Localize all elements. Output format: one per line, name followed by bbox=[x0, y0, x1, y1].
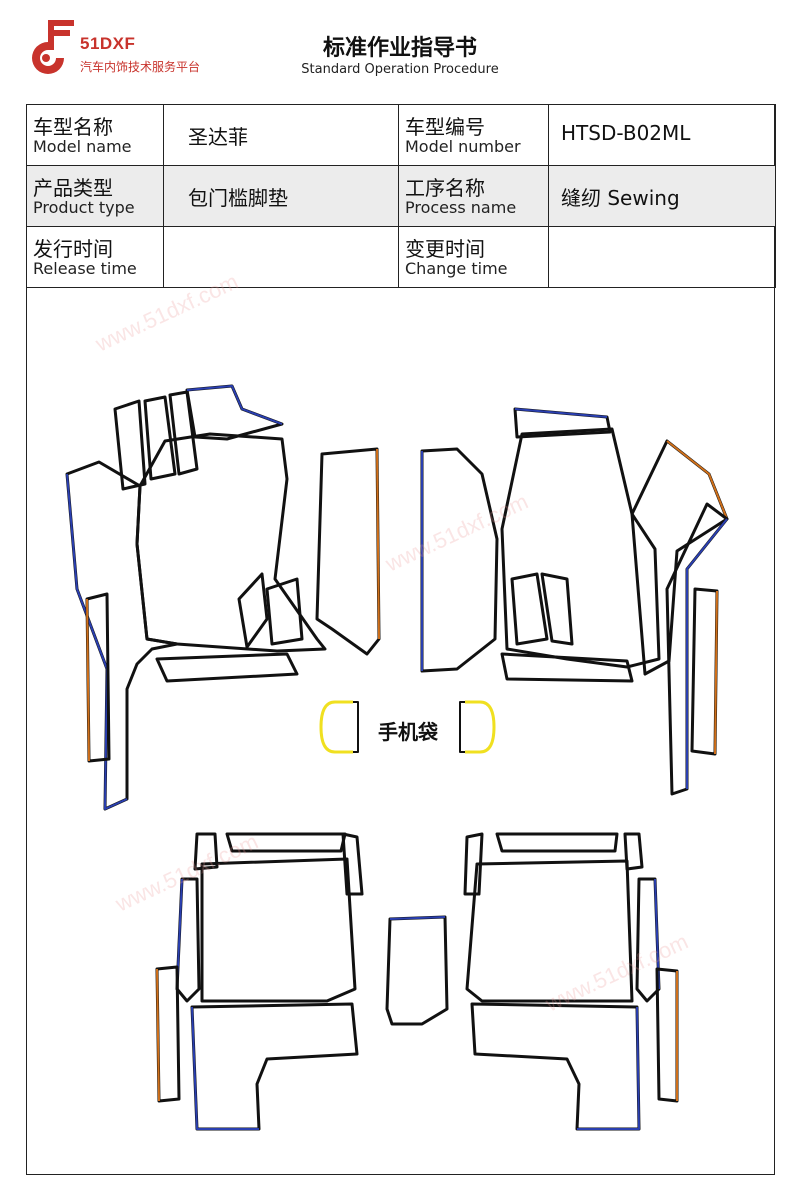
rear-left-right-corner bbox=[341, 832, 364, 896]
front-right-side-strip bbox=[690, 587, 719, 756]
front-left-bottom-strip bbox=[155, 652, 299, 683]
front-right-mat-group bbox=[420, 407, 729, 796]
document-subtitle: Standard Operation Procedure bbox=[301, 62, 499, 77]
rear-left-outer-strip-edge bbox=[156, 968, 160, 1102]
front-right-top-cap-edge bbox=[514, 408, 608, 418]
model-name-value-cell: 圣达菲 bbox=[163, 104, 399, 166]
front-left-strip-2 bbox=[143, 395, 177, 481]
product-type-label-en: Product type bbox=[33, 198, 135, 217]
front-left-mat-group bbox=[65, 384, 381, 811]
process-name-label-zh: 工序名称 bbox=[405, 176, 485, 200]
rear-right-lower-panel-edge bbox=[577, 1006, 640, 1130]
front-left-side-strip-edge bbox=[86, 598, 90, 762]
front-left-inner-wedge-2 bbox=[265, 577, 304, 646]
process-name-value-cell: 缝纫 Sewing bbox=[548, 165, 776, 227]
rear-right-top-strip bbox=[495, 832, 619, 853]
product-type-value: 包门槛脚垫 bbox=[188, 186, 288, 210]
phone-pocket-left-edge bbox=[319, 700, 353, 754]
front-left-inner-wedge-1 bbox=[237, 572, 269, 649]
rear-center-tunnel bbox=[385, 915, 449, 1026]
tunnel-cover-edge bbox=[389, 916, 446, 920]
process-name-label-en: Process name bbox=[405, 198, 517, 217]
rear-right-left-corner bbox=[463, 832, 484, 896]
model-number-value-cell: HTSD-B02ML bbox=[548, 104, 776, 166]
product-type-value-cell: 包门槛脚垫 bbox=[163, 165, 399, 227]
model-name-label-cell: 车型名称 Model name bbox=[26, 104, 164, 166]
rear-right-mat-group bbox=[463, 832, 679, 1131]
document-header: 51DXF 汽车内饰技术服务平台 标准作业指导书 Standard Operat… bbox=[0, 0, 800, 100]
front-right-inner-wedge-1 bbox=[510, 572, 549, 646]
front-right-rear-shell-edge bbox=[666, 440, 728, 520]
rear-right-lower-panel bbox=[470, 1002, 641, 1131]
phone-pocket-group: 手机袋 bbox=[319, 700, 496, 754]
front-right-bottom-strip bbox=[500, 652, 634, 683]
brand-name: 51DXF bbox=[80, 34, 136, 53]
front-left-rear-shell bbox=[65, 460, 179, 811]
rear-left-corner-piece bbox=[193, 832, 219, 871]
rear-left-lower-panel bbox=[190, 1002, 359, 1131]
change-time-label-cell: 变更时间 Change time bbox=[398, 226, 549, 288]
model-number-label-en: Model number bbox=[405, 137, 521, 156]
model-number-label-cell: 车型编号 Model number bbox=[398, 104, 549, 166]
rear-right-side-panel bbox=[635, 877, 661, 1003]
process-name-value: 缝纫 Sewing bbox=[561, 186, 680, 210]
front-right-long-piece bbox=[420, 447, 499, 673]
front-left-top-cap-edge bbox=[186, 385, 283, 425]
phone-pocket-right bbox=[459, 701, 495, 753]
pattern-diagram: 手机袋 bbox=[65, 384, 729, 1131]
process-name-label-cell: 工序名称 Process name bbox=[398, 165, 549, 227]
phone-pocket-label: 手机袋 bbox=[378, 720, 439, 744]
brand-tagline: 汽车内饰技术服务平台 bbox=[80, 60, 201, 74]
rear-left-lower-panel-edge bbox=[191, 1006, 259, 1130]
rear-left-main-panel bbox=[200, 857, 357, 1003]
phone-pocket-right-edge bbox=[465, 700, 496, 754]
change-time-label-zh: 变更时间 bbox=[405, 237, 485, 261]
info-table: 车型名称 Model name 圣达菲 车型编号 Model number HT… bbox=[26, 104, 776, 288]
rear-left-mat-group bbox=[155, 832, 364, 1131]
front-left-long-piece-edge bbox=[376, 448, 380, 640]
51dxf-logo-icon bbox=[32, 20, 74, 74]
front-left-main-panel bbox=[135, 432, 327, 653]
product-type-label-zh: 产品类型 bbox=[33, 176, 113, 200]
model-name-label-en: Model name bbox=[33, 137, 132, 156]
change-time-value bbox=[549, 227, 775, 243]
front-right-side-strip-edge bbox=[714, 590, 718, 755]
release-time-label-cell: 发行时间 Release time bbox=[26, 226, 164, 288]
release-time-label-en: Release time bbox=[33, 259, 137, 278]
document-title: 标准作业指导书 bbox=[322, 36, 477, 61]
model-name-value: 圣达菲 bbox=[188, 125, 248, 149]
model-number-label-zh: 车型编号 bbox=[405, 115, 485, 139]
change-time-value-cell bbox=[548, 226, 776, 288]
front-left-long-piece bbox=[315, 447, 381, 656]
front-right-inner-wedge-2 bbox=[540, 572, 574, 646]
release-time-value-cell bbox=[163, 226, 399, 288]
phone-pocket-left bbox=[320, 701, 359, 753]
front-left-strip-1 bbox=[113, 399, 147, 491]
product-type-label-cell: 产品类型 Product type bbox=[26, 165, 164, 227]
tunnel-cover bbox=[385, 915, 449, 1026]
change-time-label-en: Change time bbox=[405, 259, 508, 278]
front-left-strip-3 bbox=[168, 390, 199, 476]
front-right-rear-shell bbox=[630, 439, 729, 676]
front-right-side-shell-edge bbox=[686, 518, 728, 789]
release-time-label-zh: 发行时间 bbox=[33, 237, 113, 261]
rear-right-main-panel bbox=[465, 859, 634, 1003]
release-time-value bbox=[164, 227, 398, 243]
model-name-label-zh: 车型名称 bbox=[33, 115, 113, 139]
rear-left-top-strip bbox=[225, 832, 347, 853]
rear-right-corner-piece bbox=[623, 832, 644, 871]
model-number-value: HTSD-B02ML bbox=[561, 121, 691, 145]
